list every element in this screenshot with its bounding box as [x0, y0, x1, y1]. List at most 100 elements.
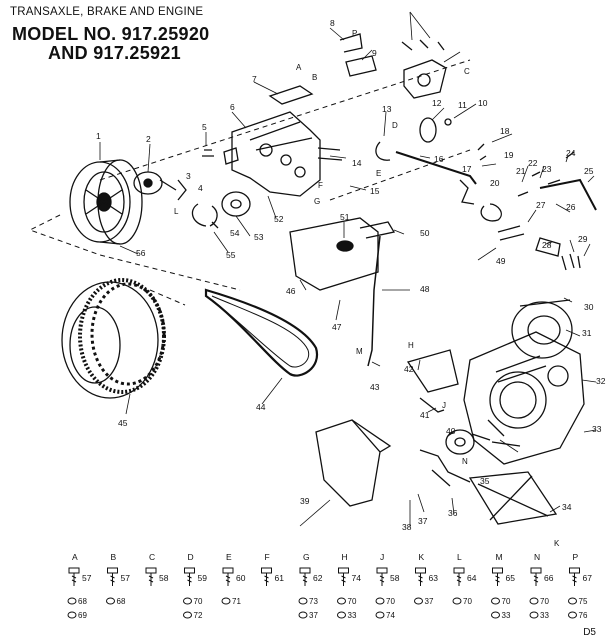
callout-8: 8	[330, 18, 335, 28]
callout-29: 29	[578, 234, 588, 244]
hw-washer-H-0	[337, 597, 346, 605]
callout-7: 7	[252, 74, 257, 84]
hw-bolt-C	[145, 567, 157, 586]
brake-linkage	[375, 117, 487, 205]
hw-washer-P-0	[568, 597, 577, 605]
drive-belt	[204, 288, 319, 377]
hw-letter-D: D	[188, 552, 194, 562]
callout-3: 3	[186, 171, 191, 181]
callout-13: 13	[382, 104, 392, 114]
idler-arm	[419, 449, 471, 487]
callout-34: 34	[562, 502, 572, 512]
hw-washer-L-0	[452, 597, 462, 605]
callout-40: 40	[446, 426, 456, 436]
callout-9: 9	[372, 48, 377, 58]
hw-washer-B-0	[106, 597, 115, 605]
hw-washer-A-1	[67, 611, 77, 619]
callout-6: 6	[230, 102, 235, 112]
hw-washer-label-H-1: 33	[348, 611, 357, 620]
hw-washer-H-1	[337, 611, 346, 619]
tire	[61, 278, 166, 399]
diagram-subtitle: TRANSAXLE, BRAKE AND ENGINE	[10, 6, 204, 18]
callout-41: 41	[420, 410, 430, 420]
hw-part-N: 66	[544, 573, 554, 583]
hw-bolt-L	[453, 567, 465, 586]
hw-bolt-K	[415, 567, 426, 586]
letter-ref-H: H	[408, 341, 414, 350]
hw-part-F: 61	[275, 573, 285, 583]
hw-part-P: 67	[583, 573, 593, 583]
transaxle	[223, 111, 343, 197]
hw-part-J: 58	[390, 573, 400, 583]
hw-bolt-B	[107, 567, 118, 586]
callout-30: 30	[584, 302, 594, 312]
hw-letter-K: K	[419, 552, 425, 562]
hw-letter-C: C	[149, 552, 155, 562]
letter-ref-E: E	[376, 169, 381, 178]
callout-20: 20	[490, 178, 500, 188]
hw-letter-G: G	[303, 552, 310, 562]
engine	[463, 331, 585, 465]
hw-part-M: 65	[506, 573, 516, 583]
hw-letter-M: M	[496, 552, 503, 562]
hw-washer-label-J-0: 70	[386, 597, 395, 606]
callout-10: 10	[478, 98, 488, 108]
callout-35: 35	[480, 476, 490, 486]
callout-14: 14	[352, 158, 362, 168]
callout-50: 50	[420, 228, 430, 238]
hw-washer-G-0	[298, 597, 308, 605]
callout-28: 28	[542, 240, 552, 250]
hw-bolt-H	[338, 567, 349, 586]
hw-part-K: 63	[429, 573, 439, 583]
hw-washer-label-D-1: 72	[194, 611, 203, 620]
callout-48: 48	[420, 284, 430, 294]
letter-ref-G: G	[314, 197, 320, 206]
engine-bracket	[406, 349, 459, 413]
callout-36: 36	[448, 508, 458, 518]
hw-washer-K-0	[414, 597, 423, 605]
callout-43: 43	[370, 382, 380, 392]
hw-washer-label-A-1: 69	[78, 611, 87, 620]
callout-42: 42	[404, 364, 414, 374]
callout-23: 23	[542, 164, 552, 174]
letter-ref-B: B	[312, 73, 317, 82]
callout-19: 19	[504, 150, 514, 160]
callout-44: 44	[256, 402, 266, 412]
callout-12: 12	[432, 98, 442, 108]
hw-bolt-F	[261, 567, 272, 586]
letter-ref-C: C	[464, 67, 470, 76]
callout-47: 47	[332, 322, 342, 332]
letter-ref-M: M	[356, 347, 363, 356]
hw-washer-label-G-0: 73	[309, 597, 318, 606]
callout-49: 49	[496, 256, 506, 266]
hw-washer-N-0	[529, 597, 539, 605]
hw-bolt-J	[376, 567, 388, 586]
callout-26: 26	[566, 202, 576, 212]
hw-part-A: 57	[82, 573, 92, 583]
hw-washer-label-H-0: 70	[348, 597, 357, 606]
letter-ref-A: A	[296, 63, 302, 72]
hw-part-E: 60	[236, 573, 246, 583]
letter-ref-P: P	[352, 29, 357, 38]
letter-ref-K: K	[554, 539, 560, 548]
hw-bolt-E	[222, 567, 234, 586]
callout-46: 46	[286, 286, 296, 296]
hw-part-L: 64	[467, 573, 477, 583]
callout-21: 21	[516, 166, 526, 176]
hw-washer-D-0	[183, 597, 192, 605]
hw-washer-J-0	[375, 597, 385, 605]
hw-washer-D-1	[183, 611, 192, 619]
callout-22: 22	[528, 158, 538, 168]
hw-washer-label-L-0: 70	[463, 597, 472, 606]
hw-washer-label-G-1: 37	[309, 611, 318, 620]
hw-washer-label-M-0: 70	[502, 597, 511, 606]
hw-bolt-G	[299, 567, 311, 586]
engine-base-plate	[468, 471, 558, 525]
callout-16: 16	[434, 154, 444, 164]
fuel-tank	[289, 217, 396, 367]
hw-bolt-M	[492, 567, 503, 586]
hw-bolt-P	[569, 567, 580, 586]
